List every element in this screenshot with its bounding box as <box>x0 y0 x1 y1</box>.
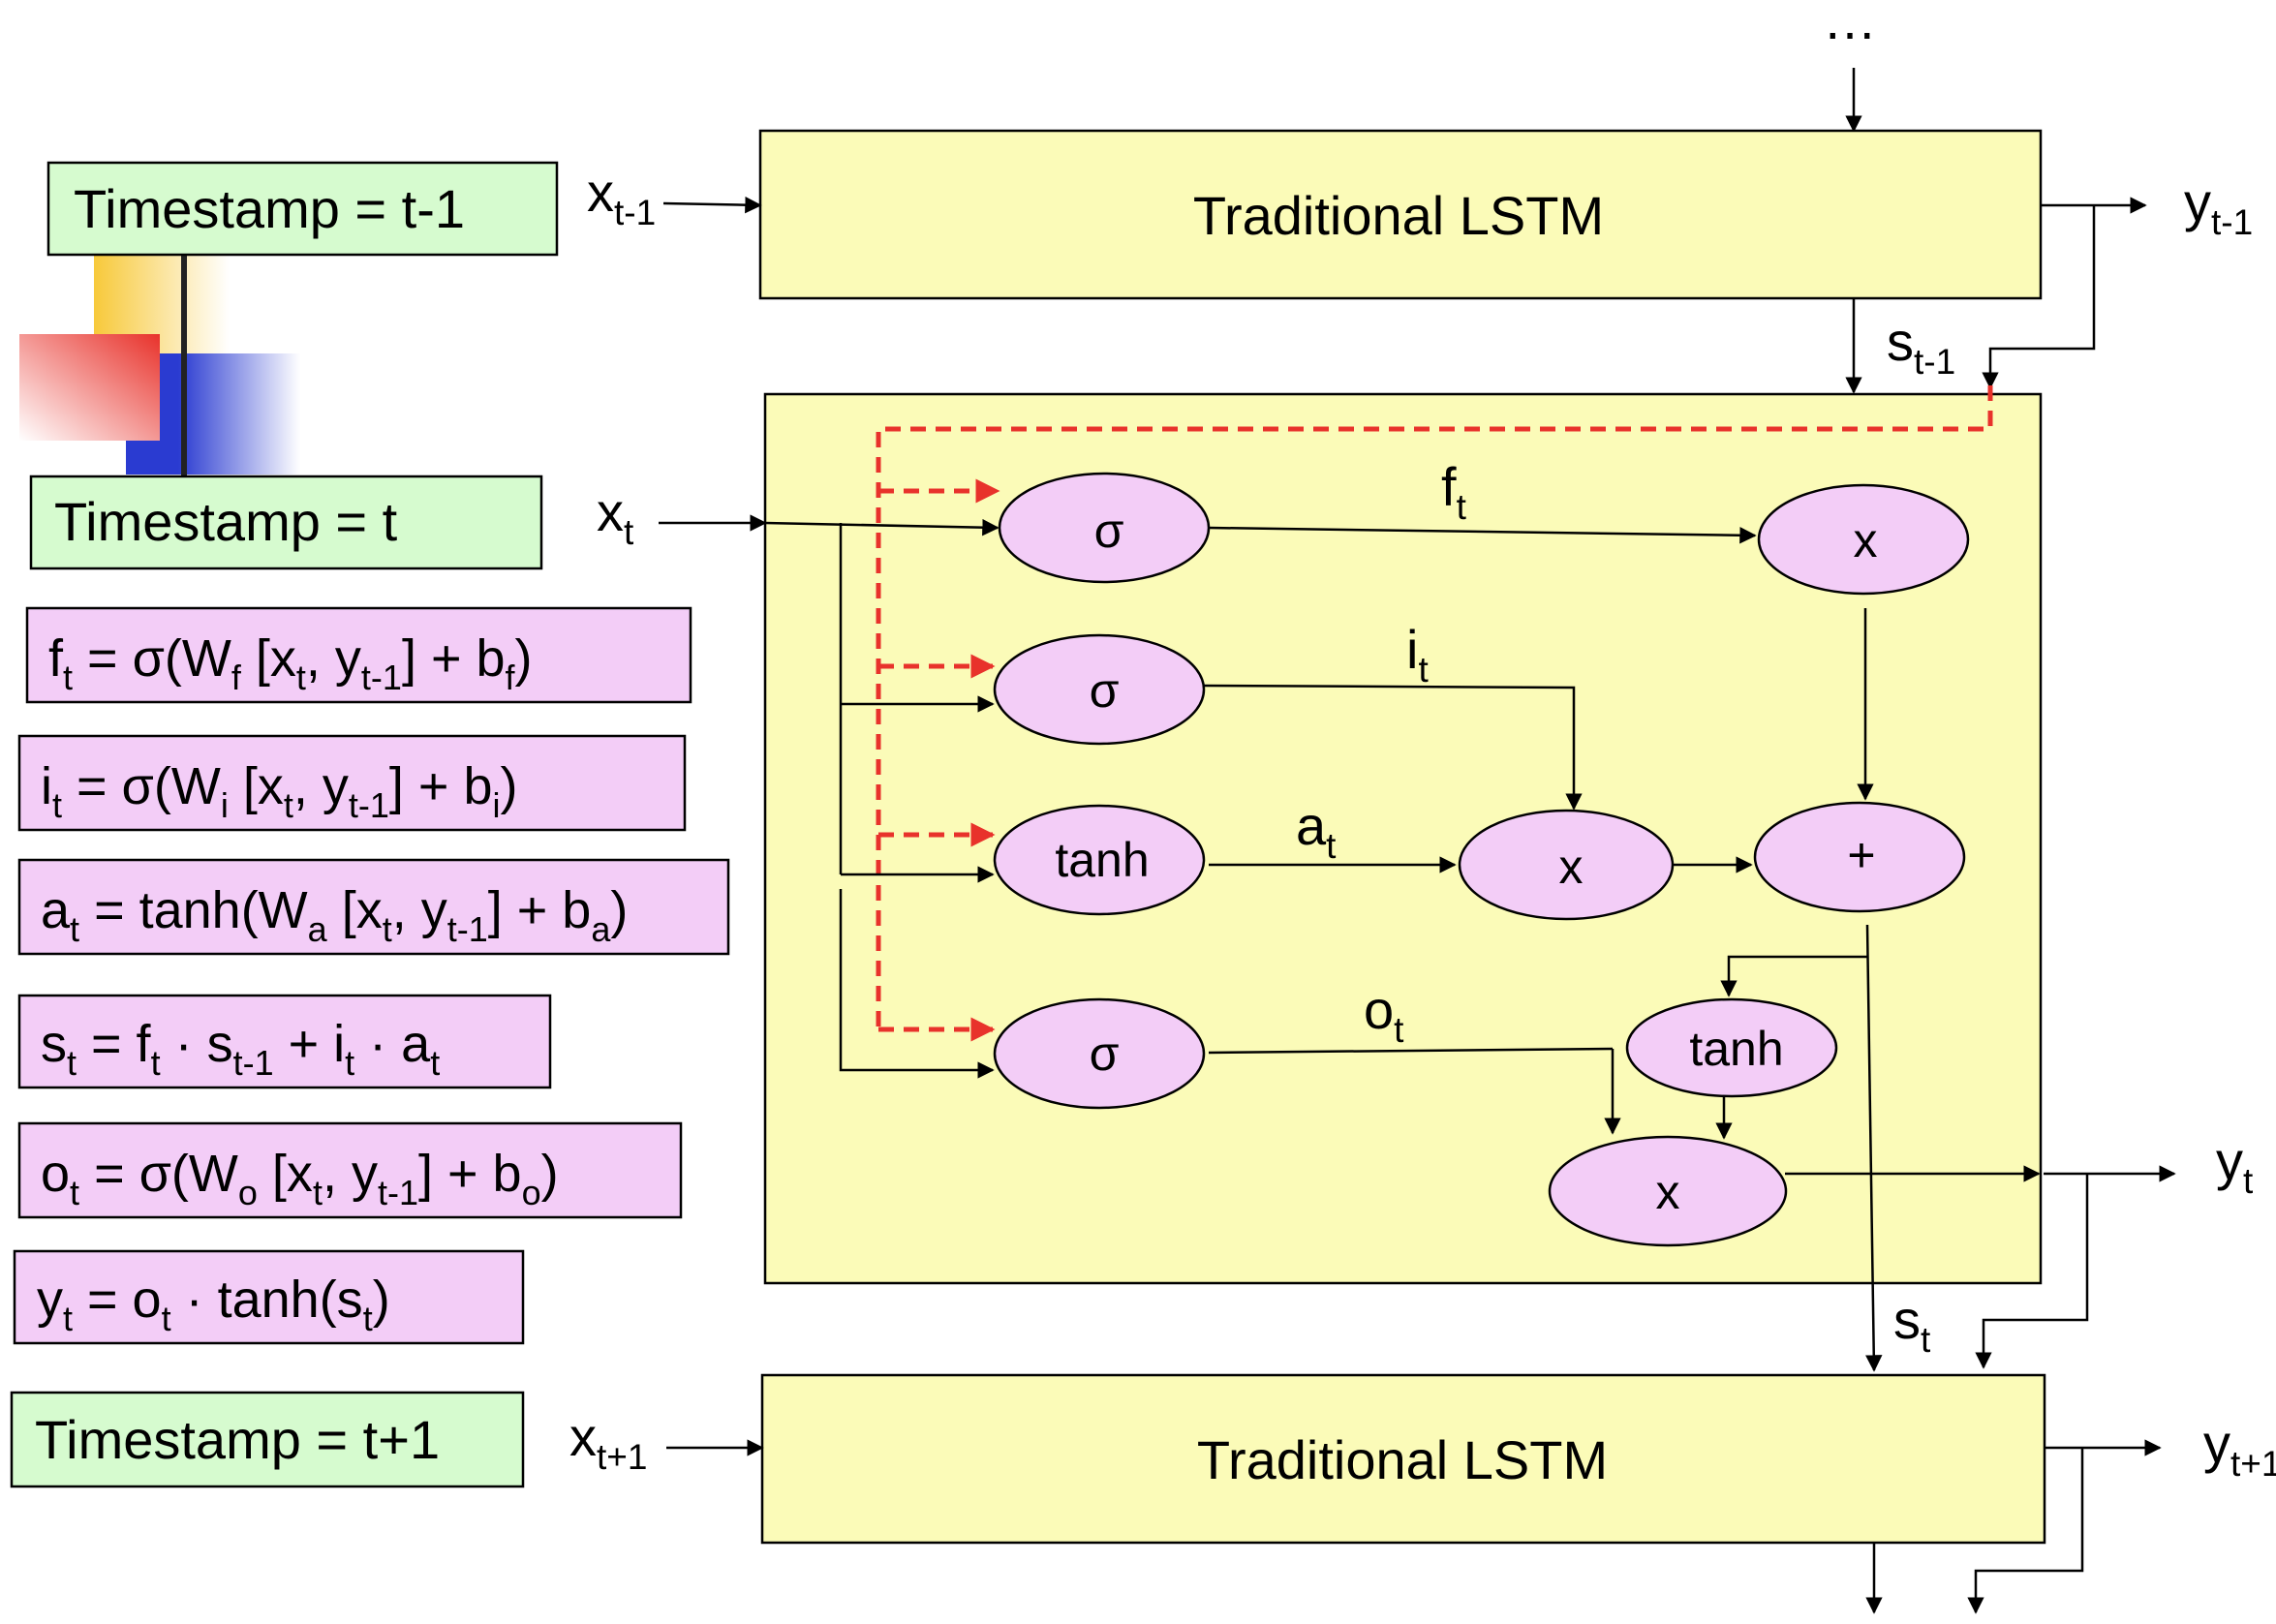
state-s-prev: st-1 <box>1887 311 1955 382</box>
add-node <box>1753 801 1966 913</box>
tanh-a-node <box>993 804 1206 916</box>
mult-i-label: x <box>1559 840 1584 894</box>
eq-i-box <box>17 734 687 832</box>
eq-i: it = σ(Wi [xt, yt-1] + bi) <box>41 757 517 825</box>
mult-f-node <box>1757 483 1970 596</box>
sigma-o-node <box>993 997 1206 1110</box>
eq-a-box <box>17 858 730 956</box>
eq-y-box <box>13 1249 525 1345</box>
sigma-i-label: σ <box>1090 663 1120 718</box>
eq-f: ft = σ(Wf [xt, yt-1] + bf) <box>48 629 533 697</box>
state-s-curr: st <box>1893 1289 1931 1360</box>
eq-s-box <box>17 994 552 1089</box>
output-y-prev: yt-1 <box>2184 171 2253 242</box>
timestamp-prev-box <box>46 161 559 257</box>
timestamp-next: Timestamp = t+1 <box>35 1409 440 1470</box>
output-y-curr: yt <box>2216 1130 2254 1201</box>
eq-y: yt = ot · tanh(st) <box>37 1271 390 1338</box>
mult-i-node <box>1458 809 1675 921</box>
top-lstm-block <box>758 129 2043 300</box>
top-ellipsis: … <box>1823 0 1877 50</box>
input-x-prev: xt-1 <box>587 162 656 232</box>
sigma-f-label: σ <box>1094 504 1124 558</box>
input-x-next: xt+1 <box>569 1406 647 1477</box>
mult-o-node <box>1548 1135 1788 1247</box>
sigma-o-label: σ <box>1090 1026 1120 1081</box>
slide-logo <box>19 254 765 476</box>
eq-a: at = tanh(Wa [xt, yt-1] + ba) <box>41 881 628 949</box>
timestamp-next-box <box>10 1391 525 1488</box>
output-y-next: yt+1 <box>2203 1413 2276 1484</box>
eq-f-box <box>25 606 692 704</box>
add-label: + <box>1847 828 1875 882</box>
eq-o-box <box>17 1121 683 1219</box>
mult-f-label: x <box>1854 513 1878 567</box>
tanh-s-node <box>1625 997 1838 1098</box>
input-x-curr: xt <box>597 481 634 552</box>
timestamp-curr-box <box>29 475 543 570</box>
tanh-a-label: tanh <box>1055 833 1149 887</box>
eq-o: ot = σ(Wo [xt, yt-1] + bo) <box>41 1145 559 1212</box>
tanh-s-label: tanh <box>1689 1022 1783 1076</box>
bottom-lstm-label: Traditional LSTM <box>1197 1429 1608 1490</box>
top-lstm-label: Traditional LSTM <box>1193 185 1604 246</box>
peephole-connections <box>876 385 1993 1042</box>
timestamp-prev: Timestamp = t-1 <box>74 178 465 239</box>
timestamp-curr: Timestamp = t <box>54 491 398 552</box>
sigma-i-node <box>993 633 1206 746</box>
mult-o-label: x <box>1656 1165 1680 1219</box>
bottom-lstm-block <box>760 1373 2046 1545</box>
